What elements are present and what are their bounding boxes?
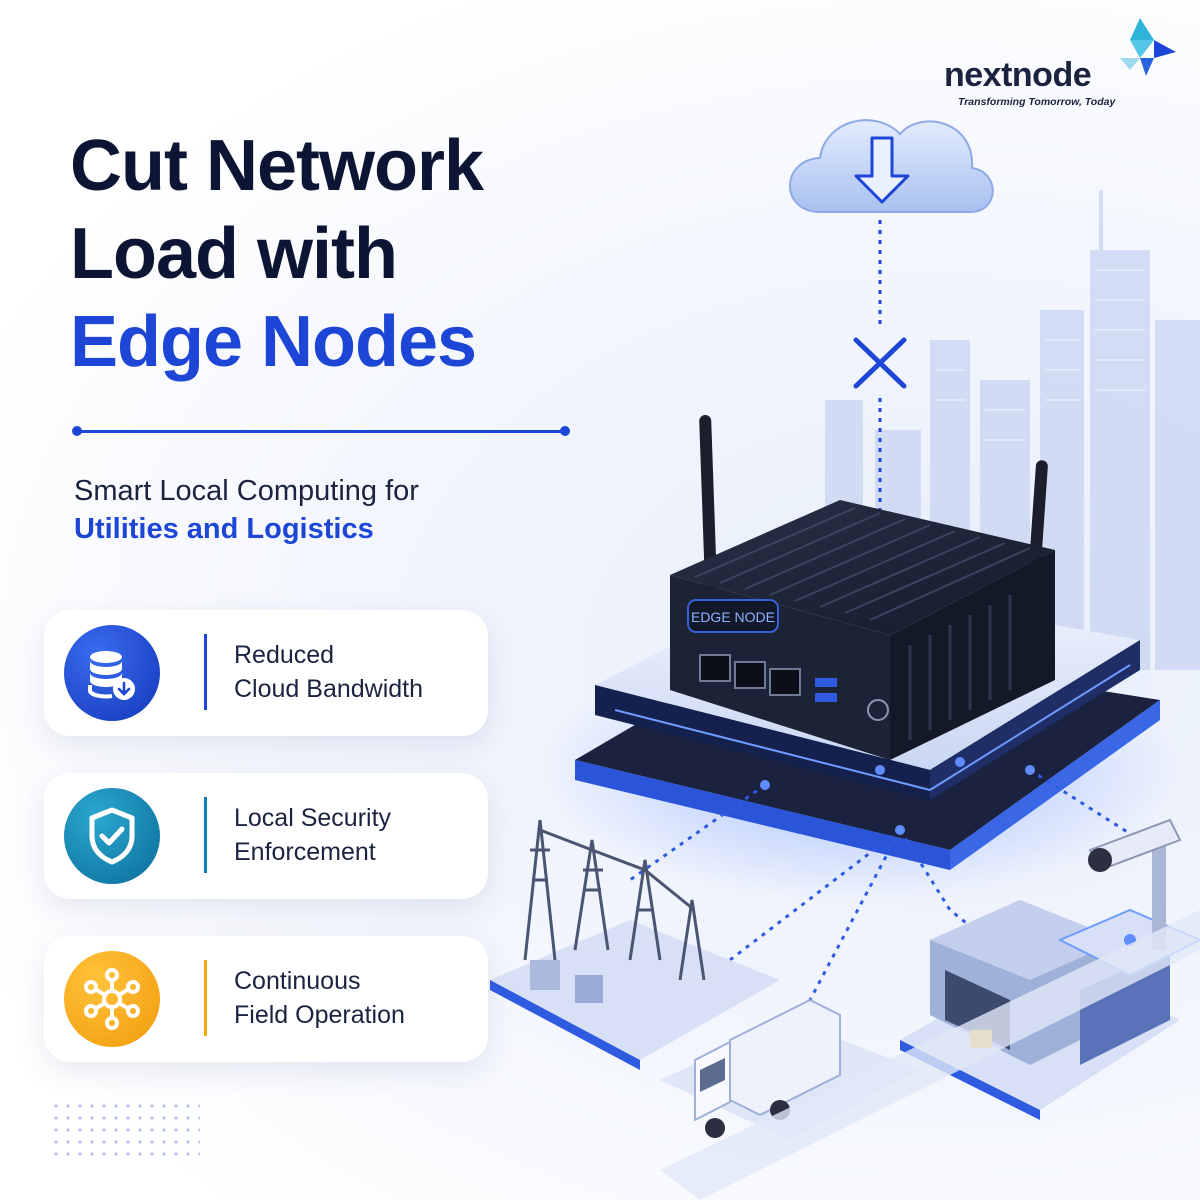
city-windows xyxy=(935,269,1145,441)
feature-label-line-1: Continuous xyxy=(234,967,361,995)
feature-label-line-2: Field Operation xyxy=(234,1001,405,1029)
feature-card-operation: Continuous Field Operation xyxy=(44,936,488,1062)
headline-divider xyxy=(72,426,570,436)
feature-label-line-2: Enforcement xyxy=(234,838,376,866)
feature-label: Local Security Enforcement xyxy=(234,801,391,869)
brand-mark-icon xyxy=(1120,18,1176,76)
brand-tagline: Transforming Tomorrow, Today xyxy=(958,96,1116,108)
feature-label-line-2: Cloud Bandwidth xyxy=(234,675,424,703)
card-separator xyxy=(204,797,207,873)
divider-dot xyxy=(560,426,570,436)
feature-label: Reduced Cloud Bandwidth xyxy=(234,638,423,706)
database-download-icon xyxy=(64,625,160,721)
ethernet-port-icon xyxy=(699,654,801,696)
feature-label-line-1: Local Security xyxy=(234,804,392,832)
feature-card-security: Local Security Enforcement xyxy=(44,773,488,899)
network-hub-icon xyxy=(64,951,160,1047)
headline: Cut Network Load with Edge Nodes xyxy=(70,122,630,386)
city-skyline xyxy=(825,190,1200,670)
power-substation-illustration xyxy=(490,819,780,1070)
card-separator xyxy=(204,960,207,1036)
subtitle-line-1: Smart Local Computing for xyxy=(74,475,419,507)
device-label: EDGE NODE xyxy=(691,609,775,625)
feature-card-bandwidth: Reduced Cloud Bandwidth xyxy=(44,610,488,736)
edge-node-device: EDGE NODE xyxy=(670,500,1055,760)
usb-port-icon xyxy=(815,678,837,702)
cloud-download-icon xyxy=(789,119,994,213)
headline-line-3: Edge Nodes xyxy=(70,302,477,382)
delivery-truck-illustration xyxy=(660,998,920,1140)
device-label-plate xyxy=(687,599,779,633)
shield-check-icon xyxy=(64,788,160,884)
decorative-dot-grid xyxy=(50,1100,200,1160)
subtitle-line-2: Utilities and Logistics xyxy=(74,513,374,545)
feature-label-line-1: Reduced xyxy=(234,641,335,669)
security-camera-illustration xyxy=(1057,818,1200,977)
brand-logo: nextnode Transforming Tomorrow, Today xyxy=(944,56,1164,116)
power-button-icon xyxy=(867,699,889,721)
headline-line-2: Load with xyxy=(70,214,398,294)
card-separator xyxy=(204,634,207,710)
edge-node-illustration: EDGE NODE xyxy=(490,119,1200,1200)
divider-dot xyxy=(72,426,82,436)
blocked-x-icon xyxy=(853,337,907,389)
subtitle: Smart Local Computing for Utilities and … xyxy=(74,472,594,548)
headline-line-1: Cut Network xyxy=(70,126,484,206)
brand-name: nextnode xyxy=(944,56,1092,94)
feature-label: Continuous Field Operation xyxy=(234,964,405,1032)
